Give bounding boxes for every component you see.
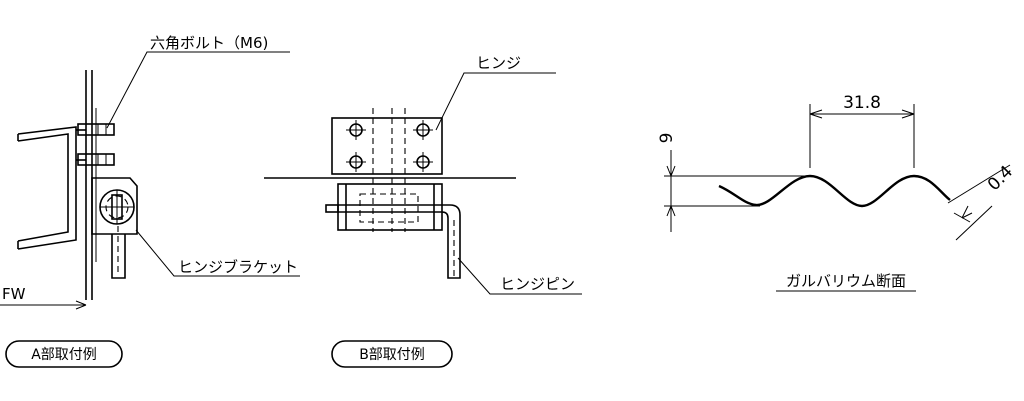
- hinge-label: ヒンジ: [476, 54, 521, 72]
- caption-pill-b: [331, 340, 453, 368]
- caption-a: A部取付例: [31, 347, 97, 363]
- bracket-leader: [135, 229, 300, 277]
- hinge-bracket: [91, 177, 138, 279]
- hinge-hole-bottom-left: [346, 152, 366, 172]
- corrugated-section: 31.8 9 0.4 ガルバリウム断面: [657, 93, 1017, 292]
- bracket-label: ヒンジブラケット: [178, 258, 298, 276]
- pin-label: ヒンジピン: [500, 275, 575, 293]
- pin-leader: [457, 257, 582, 295]
- detail-b: ヒンジ ヒンジピン B部取付例: [264, 54, 582, 368]
- bolt-leader: [106, 51, 290, 129]
- hinge-plate: [331, 108, 443, 232]
- hex-bolt-upper: [77, 123, 115, 136]
- frame-plate: [85, 70, 97, 300]
- fw-dimension: [0, 300, 87, 310]
- bolt-label: 六角ボルト（M6): [150, 34, 268, 52]
- channel-profile: [17, 126, 86, 250]
- pitch-dimension: [809, 104, 915, 168]
- fw-label: FW: [2, 285, 26, 303]
- hinge-hole-bottom-right: [413, 152, 433, 172]
- pitch-value: 31.8: [843, 93, 881, 113]
- corrugated-profile: [718, 174, 951, 208]
- hex-bolt-lower: [77, 153, 115, 166]
- hinge-body: [337, 183, 443, 231]
- hinge-hole-top-left: [346, 120, 366, 140]
- caption-pill-a: [5, 340, 123, 368]
- thickness-value: 0.4: [984, 162, 1017, 195]
- hinge-leader: [435, 72, 556, 131]
- detail-a: 六角ボルト（M6) ヒンジブラケット FW A部取付例: [0, 34, 300, 368]
- hinge-pin: [325, 204, 461, 279]
- height-value: 9: [657, 133, 677, 144]
- caption-b: B部取付例: [359, 347, 425, 363]
- hinge-hole-top-right: [413, 120, 433, 140]
- height-dimension: [664, 150, 808, 232]
- thickness-dimension: [947, 164, 1011, 241]
- section-caption: ガルバリウム断面: [786, 272, 906, 290]
